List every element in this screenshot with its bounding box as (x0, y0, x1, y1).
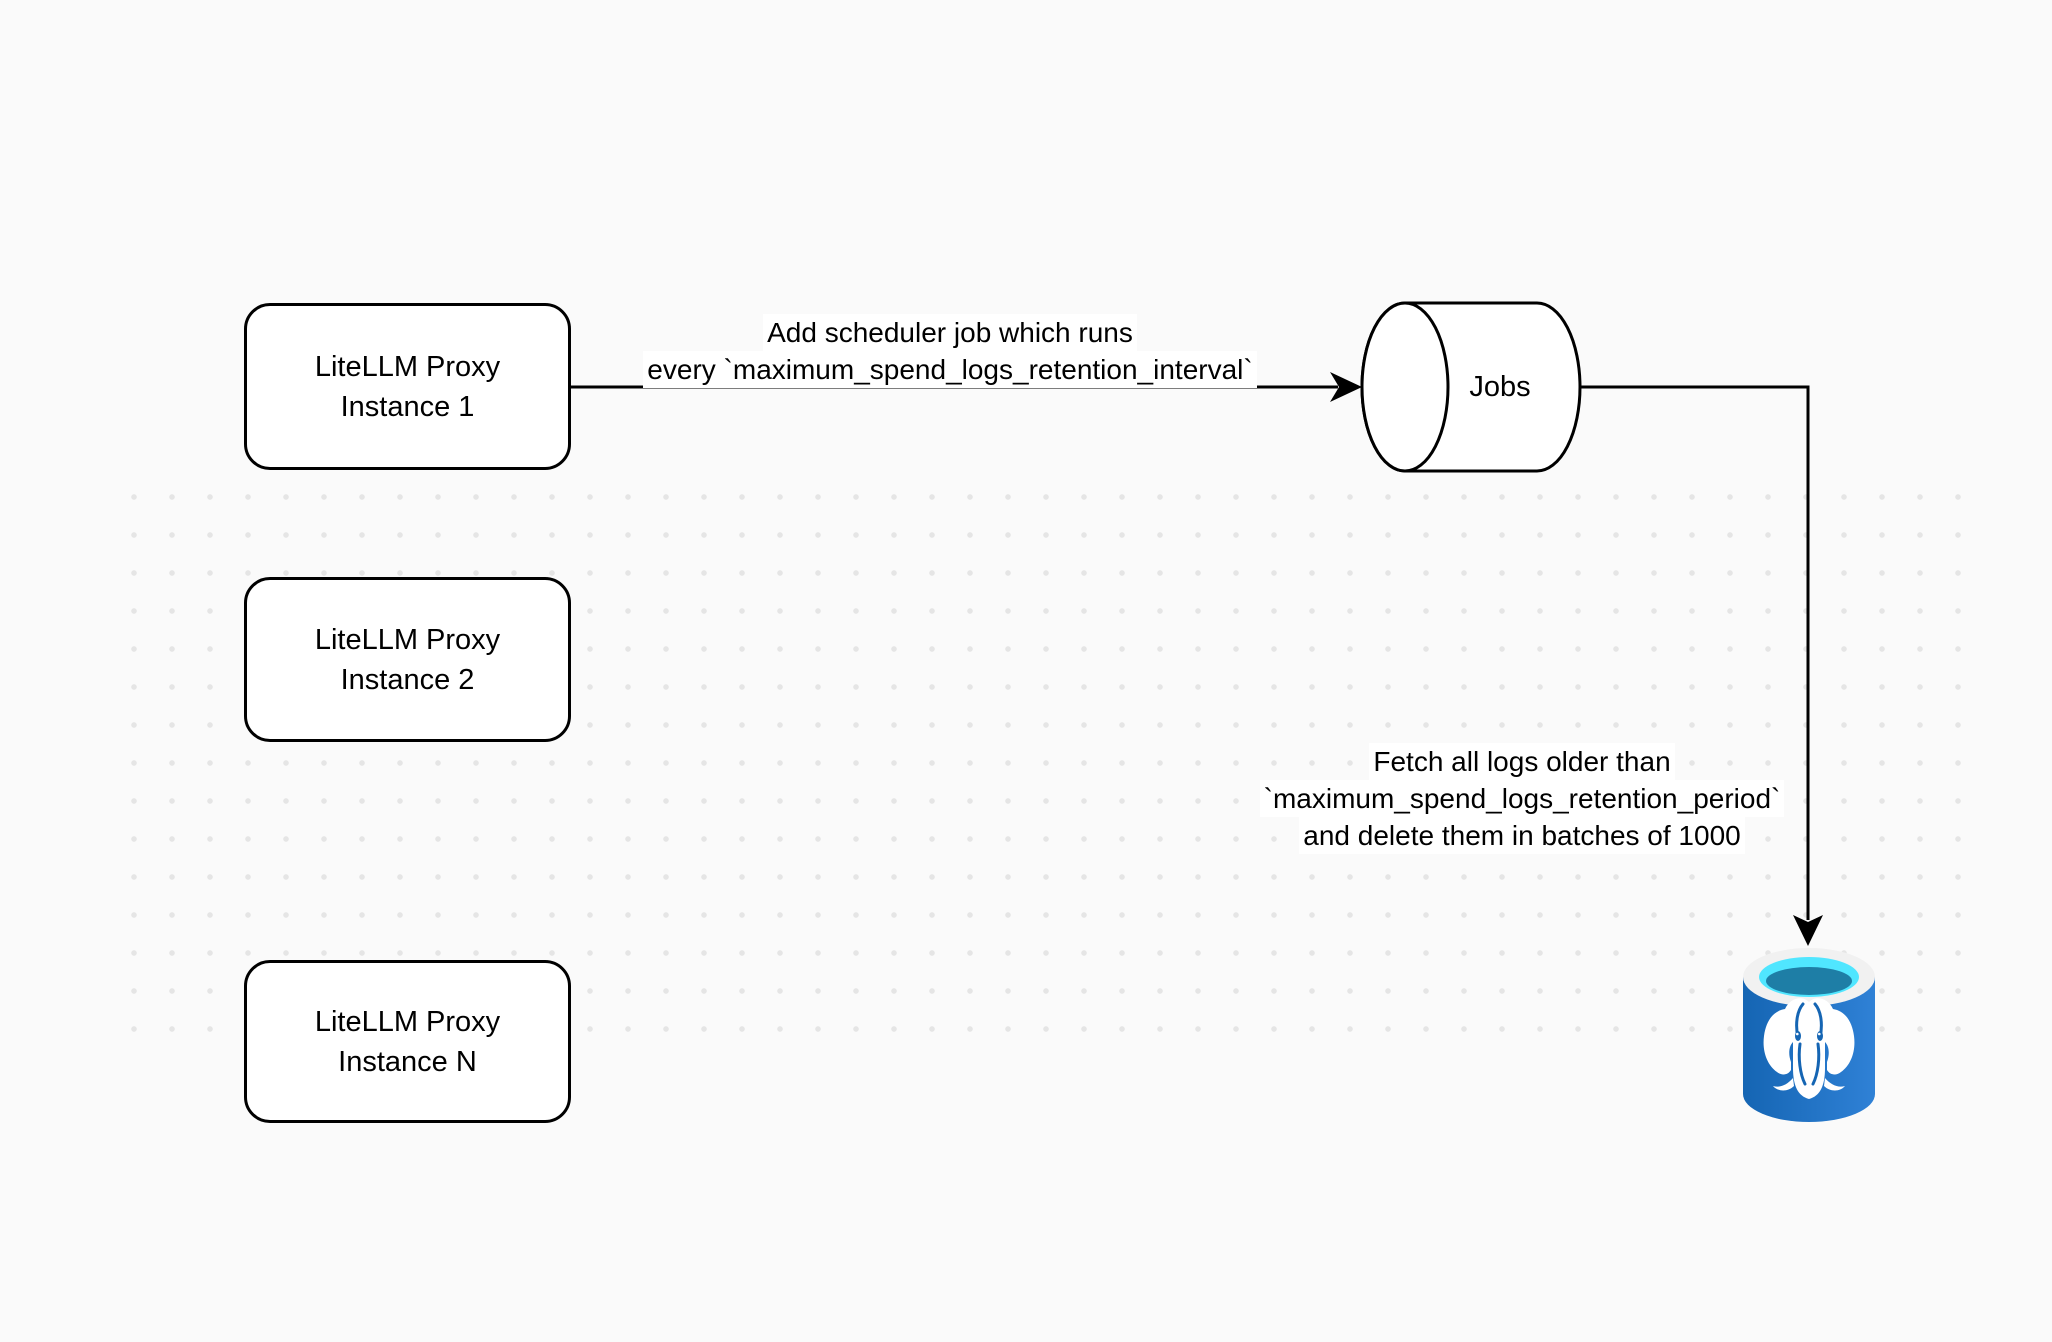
edge-label-line: `maximum_spend_logs_retention_period` (1259, 780, 1785, 817)
node-litellm-proxy-instance-1[interactable]: LiteLLM Proxy Instance 1 (244, 303, 571, 470)
edge-label-scheduler: Add scheduler job which runs every `maxi… (500, 314, 1400, 388)
node-label: LiteLLM Proxy Instance N (314, 1005, 501, 1078)
arrowhead-icon (1330, 372, 1362, 402)
edge-label-line: Add scheduler job which runs (763, 314, 1137, 351)
postgresql-database-icon[interactable] (1743, 948, 1875, 1122)
edge-label-fetch: Fetch all logs older than `maximum_spend… (1172, 743, 1872, 854)
node-label: LiteLLM Proxy Instance 2 (314, 623, 501, 696)
edge-label-line: Fetch all logs older than (1369, 743, 1675, 780)
node-litellm-proxy-instance-n[interactable]: LiteLLM Proxy Instance N (244, 960, 571, 1123)
node-label: LiteLLM Proxy Instance 1 (314, 350, 501, 423)
postgres-elephant-icon (1763, 998, 1855, 1099)
jobs-cylinder[interactable] (1360, 301, 1582, 473)
edge-fetch-arrow[interactable] (1580, 385, 1823, 946)
db-top-pool (1766, 967, 1852, 995)
node-litellm-proxy-instance-2[interactable]: LiteLLM Proxy Instance 2 (244, 577, 571, 742)
arrowhead-icon (1793, 915, 1823, 946)
edge-label-line: and delete them in batches of 1000 (1299, 817, 1745, 854)
edge-label-line: every `maximum_spend_logs_retention_inte… (643, 351, 1257, 388)
jobs-label: Jobs (1469, 371, 1531, 403)
